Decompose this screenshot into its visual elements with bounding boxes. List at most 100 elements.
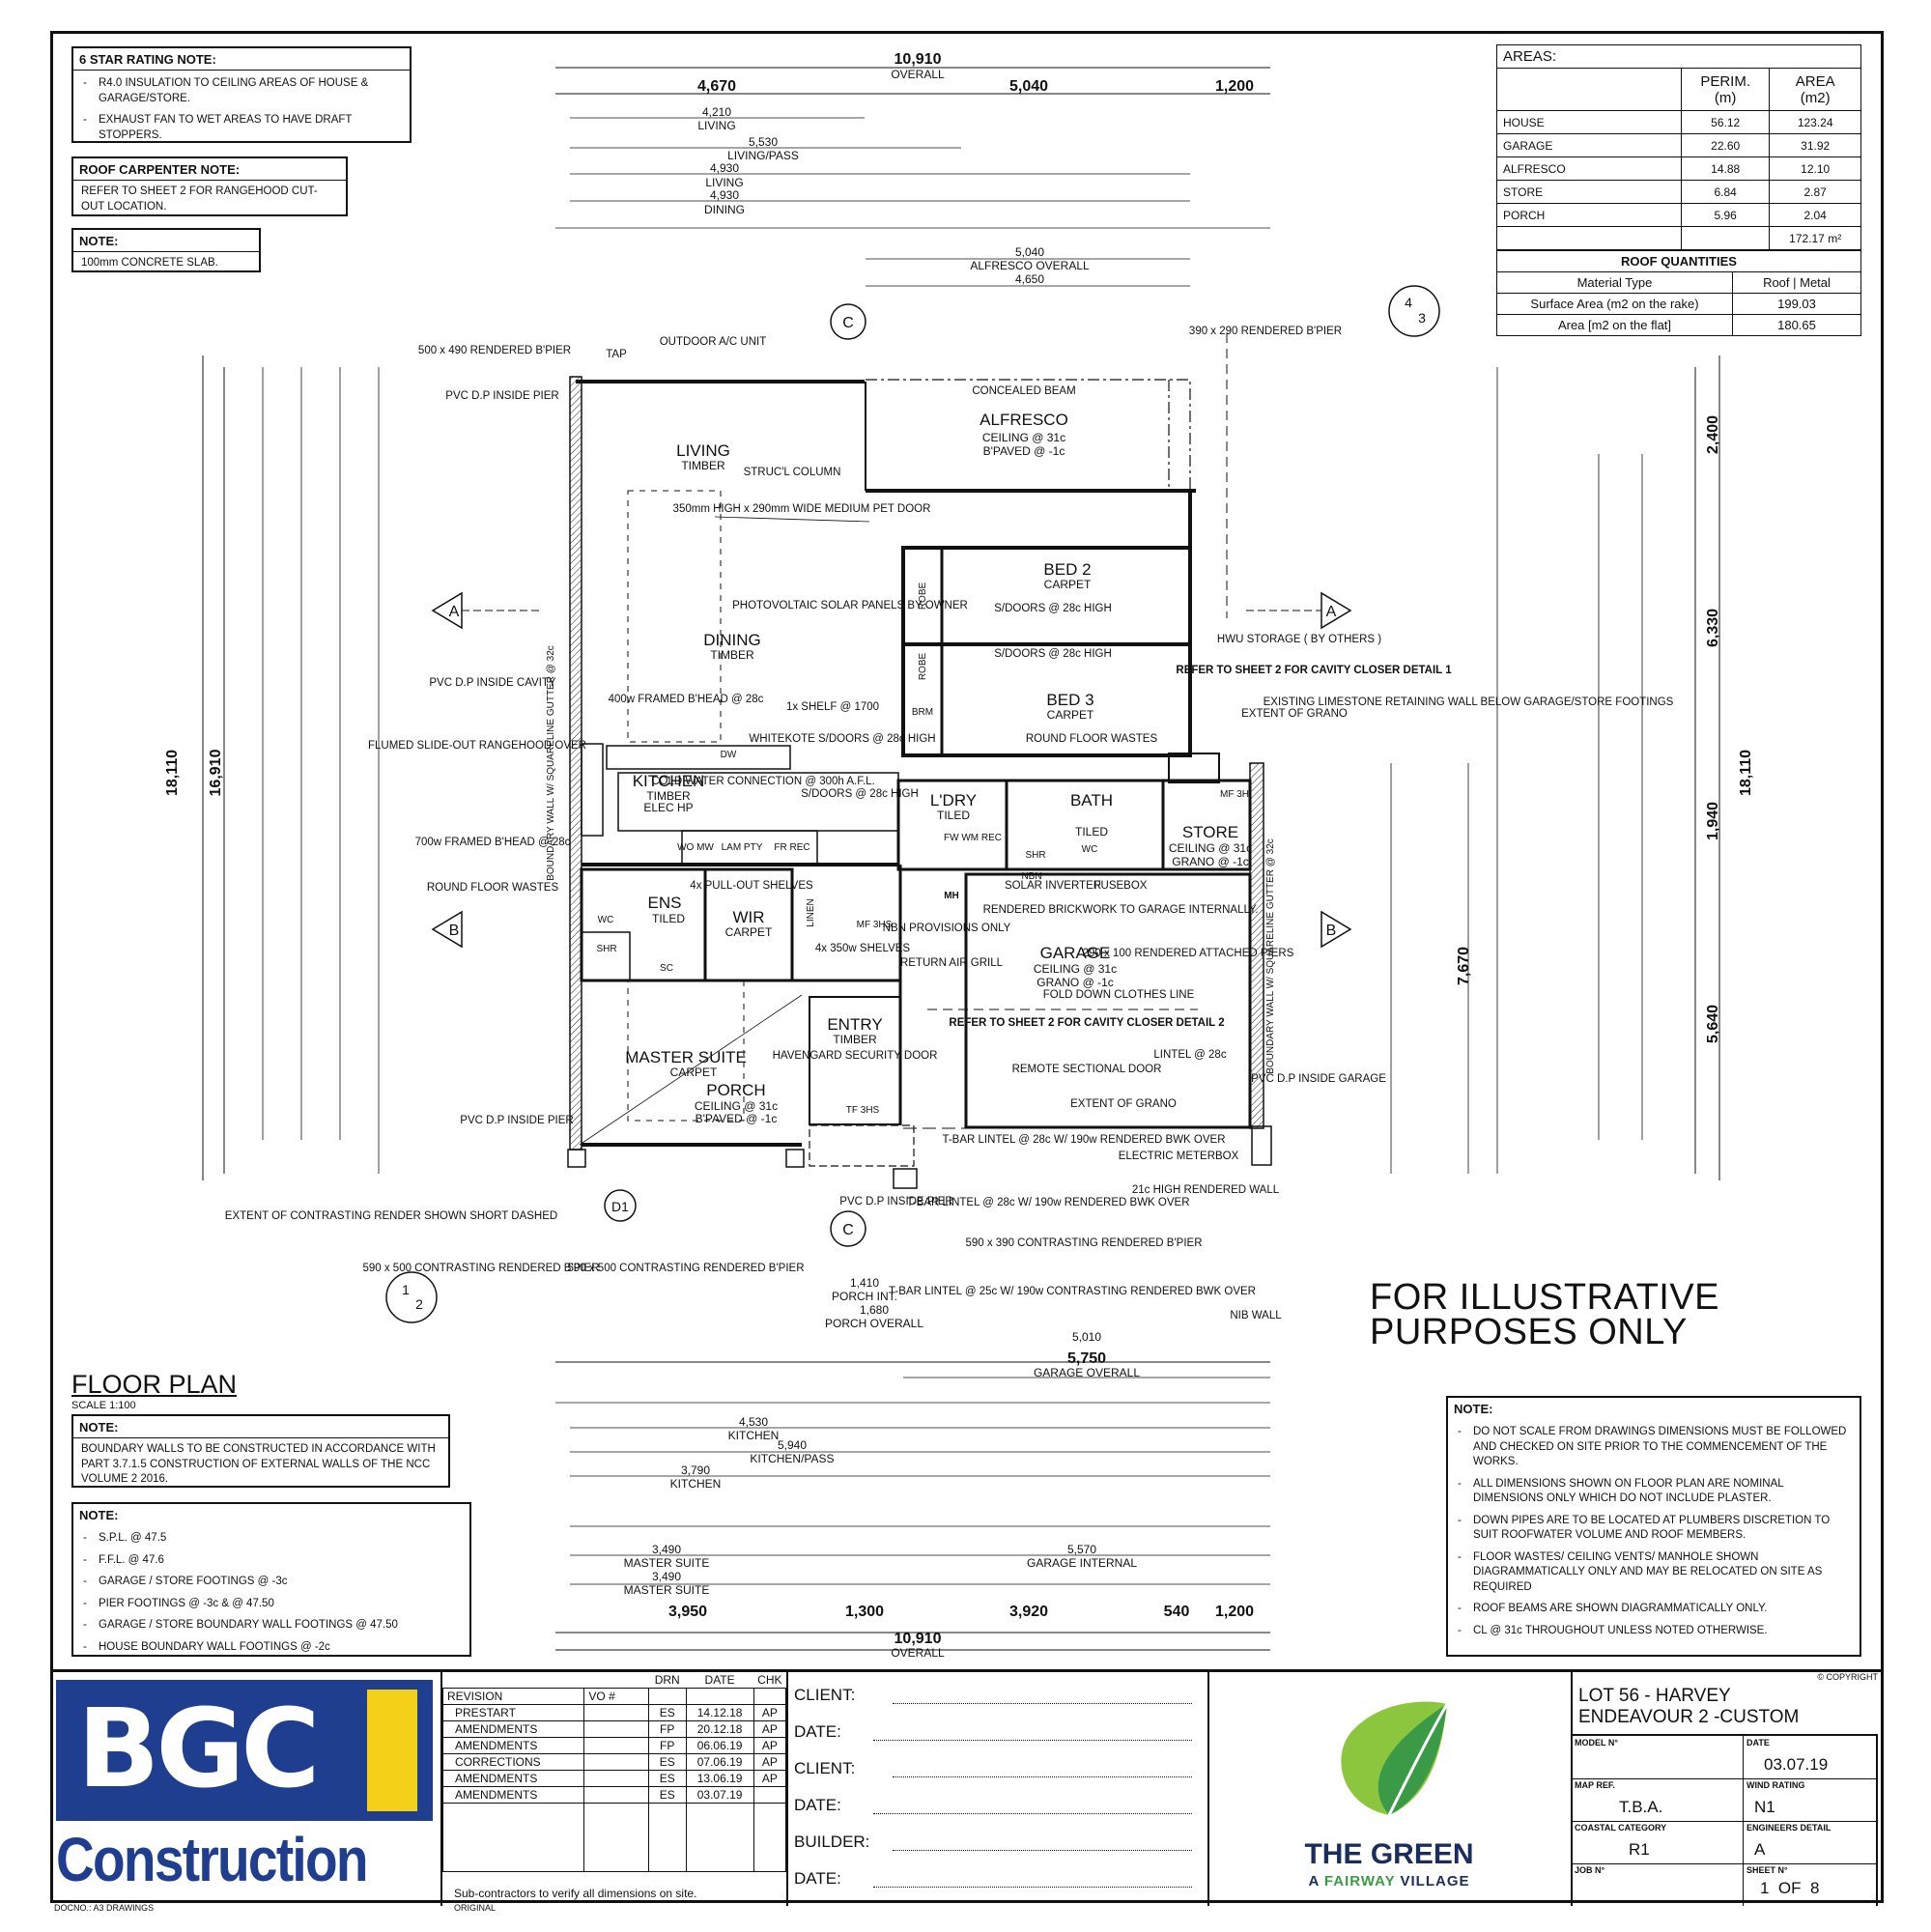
date-1-label: DATE: [794,1722,841,1741]
revision-drn: FP [647,1737,687,1754]
sheet-value: 1 OF 8 [1760,1879,1820,1897]
room-garage-ceiling: CEILING @ 31c [1034,962,1117,976]
dim-porch-overall-value: 1,680 [860,1303,889,1317]
dim-bottom-seg4: 540 [1164,1604,1190,1620]
star-rating-note-title: 6 STAR RATING NOTE: [73,48,410,71]
bgc-logo-top: BGC [56,1680,433,1821]
room-alfresco-ceiling: CEILING @ 31c [982,431,1065,444]
the-green-logo: THE GREEN A FAIRWAY VILLAGE [1207,1672,1573,1906]
room-ensuite-finish: TILED [652,912,685,925]
room-store-ceiling: CEILING @ 31c [1169,841,1252,855]
remote-door-label: REMOTE SECTIONAL DOOR [1012,1064,1162,1075]
room-laundry-finish: TILED [937,809,970,822]
engineers-label: ENGINEERS DETAIL [1746,1823,1832,1833]
date-2-label: DATE: [794,1796,841,1814]
leaf-icon [1341,1701,1449,1816]
date-label: DATE [1746,1738,1770,1747]
detail-d1: D1 [611,1199,629,1214]
revision-chk: AP [753,1720,787,1738]
revision-chk: AP [753,1753,787,1771]
outdoor-ac-label: OUTDOOR A/C UNIT [660,336,767,348]
detail-2: 2 [415,1296,423,1312]
bgc-yellow-bar [367,1690,417,1811]
sc-label: SC [660,963,673,974]
lintel-label: LINTEL @ 28c [1153,1049,1226,1061]
ensuite-shower-label: SHR [596,944,616,954]
client-1-label: CLIENT: [794,1686,856,1704]
hwu-label: HWU STORAGE ( BY OTHERS ) [1217,634,1381,645]
sdoors-ldry-label: S/DOORS @ 28c HIGH [801,788,919,800]
areas-row: PORCH 5.96 2.04 [1496,203,1861,227]
revision-drn: ES [647,1786,687,1804]
rendered-wall-label: 21c HIGH RENDERED WALL [1132,1184,1280,1196]
dim-porch-int-label: PORCH INT. [832,1290,897,1303]
revision-drn: ES [647,1704,687,1721]
revision-date: 14.12.18 [685,1704,754,1721]
levels-note-item: GARAGE / STORE FOOTINGS @ -3c [83,1575,462,1590]
brm-label: BRM [912,707,933,718]
round-wastes-label: ROUND FLOOR WASTES [1026,733,1158,745]
framed-400-label: 400w FRAMED B'HEAD @ 28c [609,694,764,705]
star-note-item: EXHAUST FAN TO WET AREAS TO HAVE DRAFT S… [83,113,402,143]
dim-top-row-label: LIVING/PASS [727,149,799,162]
illustrative-line-2: PURPOSES ONLY [1370,1312,1688,1352]
client-signoff: CLIENT: DATE: CLIENT: DATE: BUILDER: DAT… [786,1672,1209,1906]
revision-name: CORRECTIONS [441,1753,585,1771]
revision-chk [753,1786,787,1804]
revision-table: DRN DATE CHK REVISION VO # PRESTART ES 1… [440,1672,788,1906]
project-lot: LOT 56 - HARVEY [1578,1686,1731,1706]
nib-wall-label: NIB WALL [1230,1310,1282,1321]
areas-row-area: 123.24 [1769,110,1861,134]
robe-label: ROBE [918,582,928,611]
room-porch-ceiling: CEILING @ 31c [695,1099,778,1113]
areas-row: HOUSE 56.12 123.24 [1496,110,1861,134]
cold-water-label: COLD WATER CONNECTION @ 300h A.F.L. [651,776,875,787]
attached-piers-label: 290 x 100 RENDERED ATTACHED PIERS [1083,948,1294,959]
revision-drn: ES [647,1753,687,1771]
dim-garage-store-overall: 7,670 [1456,947,1472,985]
wo-mw-label: WO MW [677,842,714,853]
dim-top-row-value: 4,930 [710,188,739,202]
docno: DOCNO.: A3 DRAWINGS [54,1903,155,1913]
robe-label: ROBE [918,653,928,681]
dim-top-row-value: 4,930 [710,161,739,175]
revision-row: AMENDMENTS ES 03.07.19 [441,1786,787,1804]
drawing-sheet [50,31,1884,1903]
room-master-suite: MASTER SUITE [625,1048,747,1066]
dim-right-overall: 18,110 [1738,750,1754,796]
floor-plan-scale: SCALE 1:100 [71,1400,136,1411]
section-a-right: A [1326,604,1337,620]
room-alfresco: ALFRESCO [980,411,1068,429]
tap-label: TAP [606,349,627,360]
boundary-walls-note: NOTE: BOUNDARY WALLS TO BE CONSTRUCTED I… [71,1414,450,1488]
revision-chk: AP [753,1737,787,1754]
tagline-a: A [1308,1873,1324,1889]
dim-right-seg3: 1,940 [1705,802,1721,840]
room-porch: PORCH [706,1081,765,1099]
revision-row: AMENDMENTS FP 06.06.19 AP [441,1737,787,1754]
dim-bottom-row-value: 3,490 [652,1570,681,1583]
section-a-left: A [449,604,460,620]
wind-rating-label: WIND RATING [1746,1780,1805,1790]
map-ref-label: MAP REF. [1575,1780,1615,1790]
roof-carpenter-note-title: ROOF CARPENTER NOTE: [73,158,346,181]
client-2-label: CLIENT: [794,1759,856,1777]
revision-drn: FP [647,1720,687,1738]
general-note-item: DOWN PIPES ARE TO BE LOCATED AT PLUMBERS… [1458,1514,1852,1544]
room-kitchen-finish: TIMBER [646,789,691,803]
roof-carpenter-note: ROOF CARPENTER NOTE: REFER TO SHEET 2 FO… [71,156,348,216]
revision-name: AMENDMENTS [441,1786,585,1804]
pvc-inside-pier-label: PVC D.P INSIDE PIER [445,390,558,402]
areas-row-perim: 5.96 [1680,203,1771,227]
revision-date: 20.12.18 [685,1720,754,1738]
round-wastes-ens-label: ROUND FLOOR WASTES [427,882,559,894]
tbar-lintel-1-label: T-BAR LINTEL @ 28c W/ 190w RENDERED BWK … [942,1134,1225,1146]
pvc-pier-porch-label: PVC D.P INSIDE PIER [460,1115,573,1126]
dim-overall-top: 10,910 [895,51,942,68]
rendered-brickwork-label: RENDERED BRICKWORK TO GARAGE INTERNALLY. [983,904,1259,916]
rev-col-vo: VO # [583,1688,649,1705]
revision-date: 03.07.19 [685,1786,754,1804]
dim-bottom-row-label: KITCHEN [670,1477,722,1491]
cavity-detail2-label: REFER TO SHEET 2 FOR CAVITY CLOSER DETAI… [949,1017,1224,1029]
shelf-label: 1x SHELF @ 1700 [786,701,879,713]
